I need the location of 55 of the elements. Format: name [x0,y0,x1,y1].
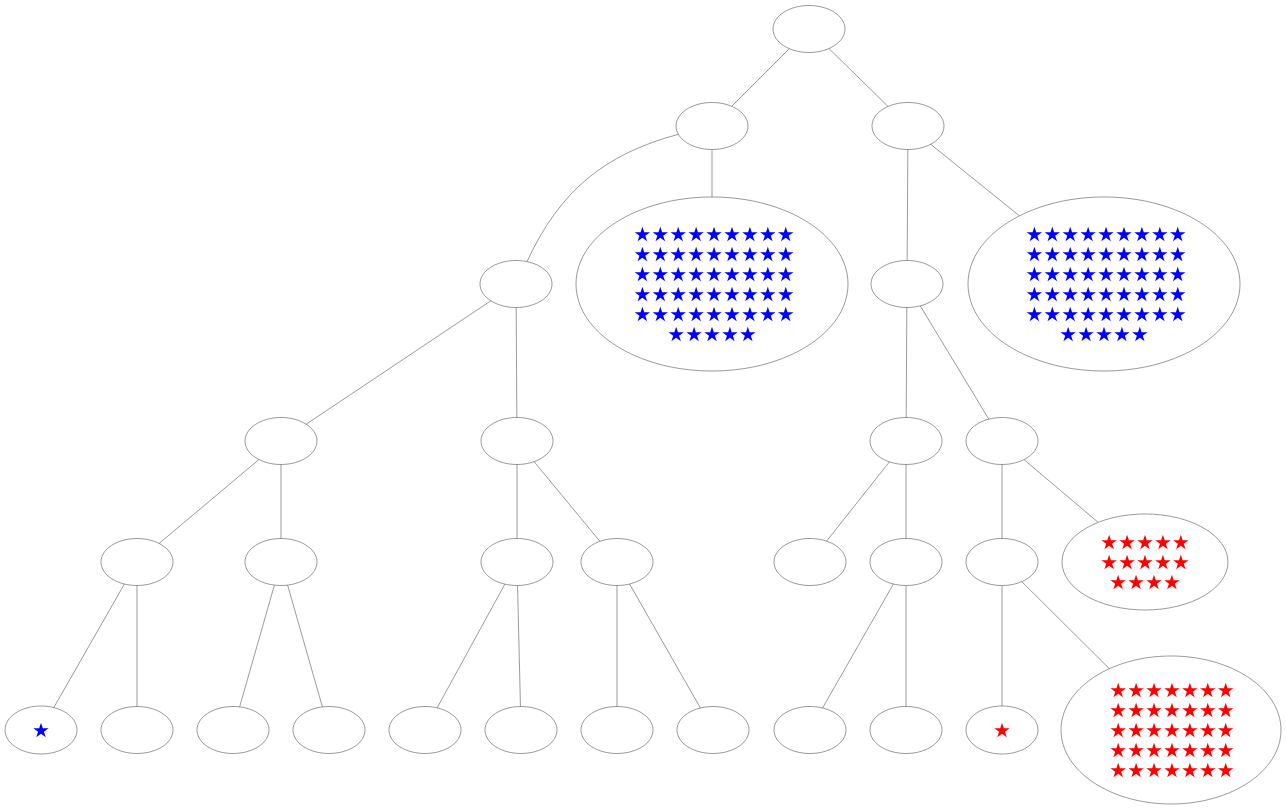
empty-ellipse [870,260,944,308]
connector-line [828,48,889,107]
connector-line [731,48,790,107]
empty-ellipse [580,706,654,754]
connector-line [616,585,618,707]
empty-ellipse [196,706,270,754]
empty-ellipse [580,538,654,586]
connector-line [920,305,989,420]
connector-line [159,459,259,544]
empty-ellipse [965,417,1039,465]
empty-ellipse [773,706,847,754]
connector-line [534,461,600,542]
connector-line [905,307,908,418]
connector-line [629,584,701,708]
empty-ellipse [869,538,943,586]
empty-ellipse [244,417,318,465]
connector-line [515,307,518,418]
connector-line [287,585,323,707]
connector-line [1001,585,1003,706]
connector-line [239,585,275,707]
empty-ellipse [100,538,174,586]
empty-ellipse [480,417,554,465]
connector-line [1023,459,1099,523]
empty-ellipse [871,102,945,150]
connector-line [526,134,679,262]
empty-ellipse [675,102,749,150]
connector-line [53,584,125,708]
empty-ellipse [479,260,553,308]
connector-line [437,584,505,708]
connector-line [930,144,1020,216]
connector-line [516,464,518,539]
connector-line [822,584,894,708]
empty-ellipse [292,706,366,754]
connector-line [1001,464,1003,539]
empty-ellipse [244,538,318,586]
connector-line [136,585,138,707]
connector-line [905,585,907,707]
connector-line [1021,581,1110,669]
empty-ellipse [484,706,558,754]
empty-ellipse [388,706,462,754]
connector-line [306,300,491,425]
connector-line [826,461,890,542]
empty-ellipse [869,417,943,465]
empty-ellipse [773,538,847,586]
empty-ellipse [480,538,554,586]
connector-line [280,464,282,539]
empty-ellipse [772,5,846,53]
empty-ellipse [869,706,943,754]
connector-line [906,149,909,261]
empty-ellipse [100,706,174,754]
connector-line [905,464,907,539]
empty-ellipse [676,706,750,754]
connector-line [711,149,713,197]
connector-line [517,585,521,707]
empty-ellipse [965,538,1039,586]
